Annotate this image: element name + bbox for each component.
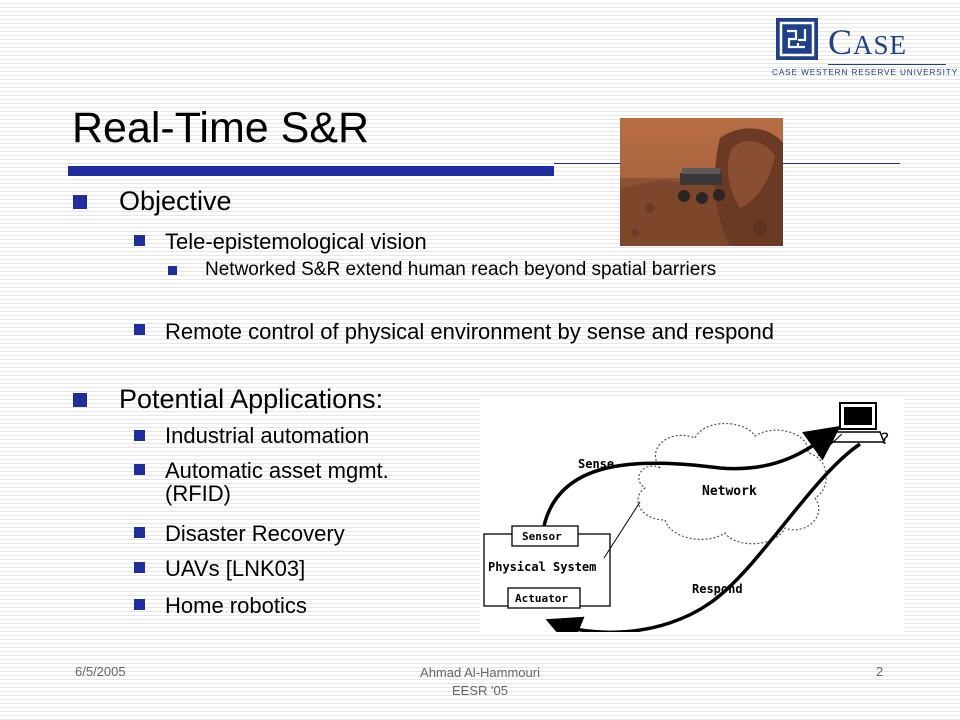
- bullet-icon: [134, 464, 145, 475]
- title-underline-bar: [68, 166, 554, 176]
- application-item: Home robotics: [165, 593, 307, 618]
- mars-rover-photo: [620, 118, 783, 246]
- computer-icon: ?: [830, 402, 890, 448]
- logo-wordmark: CASE: [828, 22, 908, 62]
- footer-venue: EESR '05: [452, 683, 508, 698]
- actuator-label: Actuator: [515, 592, 568, 605]
- application-item: Automatic asset mgmt. (RFID): [165, 458, 389, 506]
- svg-text:?: ?: [880, 429, 890, 448]
- case-logo: CASE CASE WESTERN RESERVE UNIVERSITY: [772, 18, 957, 82]
- logo-rule: [828, 64, 946, 65]
- bullet-icon: [134, 562, 145, 573]
- logo-emblem-icon: [776, 18, 818, 60]
- respond-arrow: [545, 442, 861, 649]
- footer-page-number: 2: [876, 664, 884, 679]
- network-label: Network: [702, 484, 757, 499]
- objective-sub2: Remote control of physical environment b…: [165, 319, 775, 344]
- physical-system-label: Physical System: [488, 560, 596, 574]
- respond-label: Respond: [692, 582, 743, 596]
- bullet-icon: [134, 235, 145, 246]
- bullet-icon: [134, 430, 145, 441]
- footer-date: 6/5/2005: [75, 664, 126, 679]
- footer-author: Ahmad Al-Hammouri: [420, 665, 540, 680]
- sense-arrow: [542, 425, 841, 527]
- bullet-icon: [168, 266, 177, 275]
- application-item: UAVs [LNK03]: [165, 556, 306, 581]
- slide-title: Real-Time S&R: [72, 104, 370, 152]
- objective-sub1: Tele-epistemological vision: [165, 229, 427, 254]
- bullet-icon: [134, 599, 145, 610]
- sense-label: Sense: [578, 457, 614, 471]
- sensor-label: Sensor: [522, 530, 562, 543]
- bullet-icon: [73, 393, 87, 407]
- bullet-icon: [73, 195, 87, 209]
- sense-respond-diagram: Network Physical System Sensor Actuator …: [480, 398, 904, 649]
- bullet-icon: [134, 324, 145, 335]
- network-cloud: [637, 422, 827, 545]
- sense-connector: [603, 501, 641, 559]
- applications-heading: Potential Applications:: [119, 384, 384, 414]
- bullet-icon: [134, 527, 145, 538]
- footer-author-block: Ahmad Al-Hammouri EESR '05: [395, 664, 565, 700]
- application-item: Disaster Recovery: [165, 521, 345, 546]
- actuator-box: [507, 587, 581, 609]
- logo-subtitle: CASE WESTERN RESERVE UNIVERSITY: [772, 68, 959, 77]
- application-item: Industrial automation: [165, 423, 370, 448]
- sense-connector-right: [817, 433, 843, 457]
- objective-heading: Objective: [119, 186, 232, 216]
- objective-sub1-detail: Networked S&R extend human reach beyond …: [205, 259, 717, 280]
